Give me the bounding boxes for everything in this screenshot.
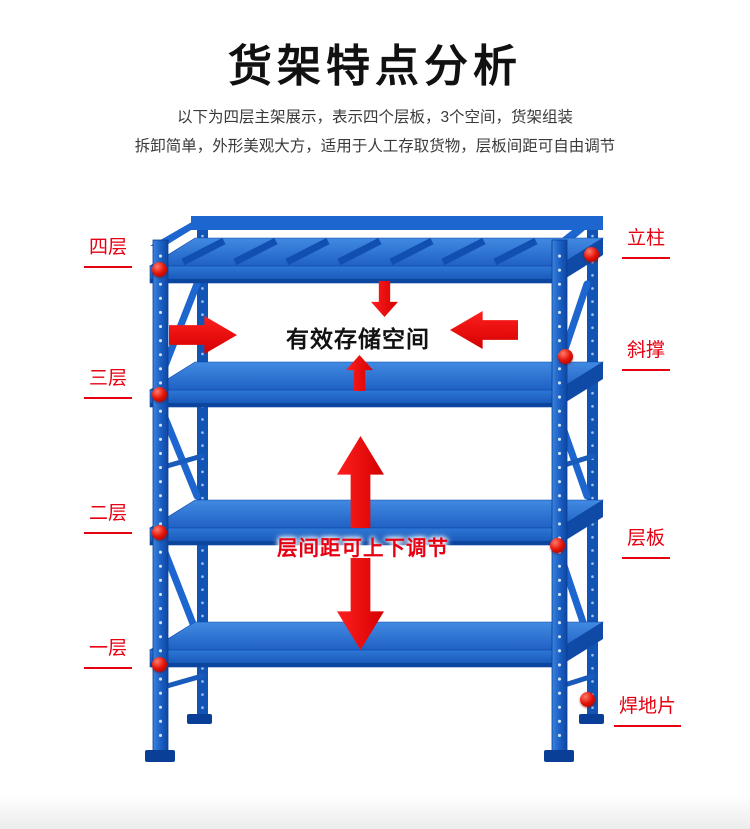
subtitle: 以下为四层主架展示，表示四个层板，3个空间，货架组装 拆卸简单，外形美观大方，适… xyxy=(55,103,695,162)
callout-layer-3: 三层 xyxy=(84,368,133,399)
callout-layer-1: 一层 xyxy=(84,638,133,669)
callout-layer-4: 四层 xyxy=(84,237,133,268)
marker-dot-upright-column xyxy=(584,247,599,262)
callout-upright-column: 立柱 xyxy=(622,228,671,259)
callout-layer-2: 二层 xyxy=(84,503,133,534)
marker-dot-layer-3 xyxy=(152,387,167,402)
marker-dot-layer-4 xyxy=(152,262,167,277)
subtitle-line-1: 以下为四层主架展示，表示四个层板，3个空间，货架组装 xyxy=(176,109,574,126)
storage-space-label: 有效存储空间 xyxy=(286,326,430,352)
marker-dot-layer-1 xyxy=(152,657,167,672)
floor-fade xyxy=(0,795,750,829)
marker-dot-diagonal-brace xyxy=(558,349,573,364)
marker-dot-shelf-board xyxy=(550,538,565,553)
callout-shelf-board: 层板 xyxy=(622,528,671,559)
callout-welded-foot-plate: 焊地片 xyxy=(614,696,682,727)
spacing-adjust-label: 层间距可上下调节 xyxy=(277,537,449,560)
marker-dot-layer-2 xyxy=(152,525,167,540)
shelf-rack-illustration xyxy=(145,216,605,762)
callout-diagonal-brace: 斜撑 xyxy=(622,340,671,371)
marker-dot-welded-foot-plate xyxy=(580,692,595,707)
page-title: 货架特点分析 xyxy=(228,42,522,91)
subtitle-line-2: 拆卸简单，外形美观大方，适用于人工存取货物，层板间距可自由调节 xyxy=(134,138,616,156)
